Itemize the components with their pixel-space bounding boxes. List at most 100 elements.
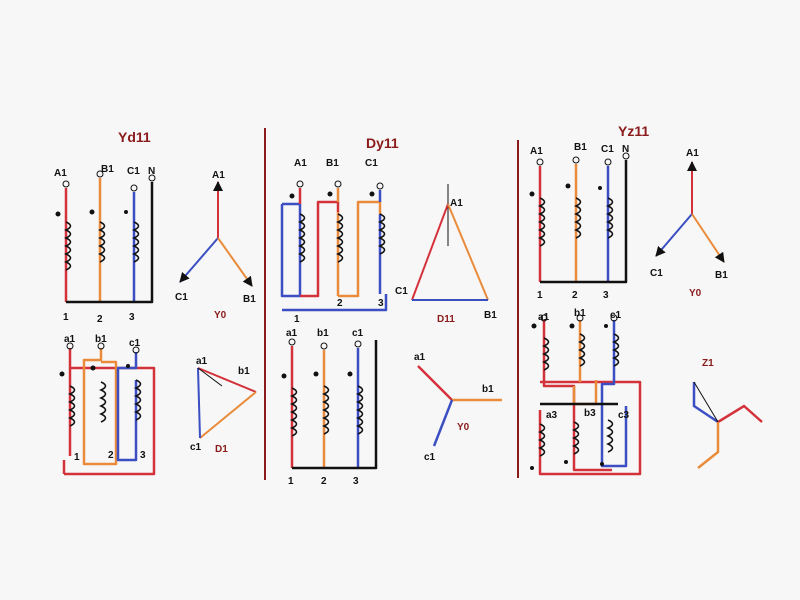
phasor-arrow [655, 213, 693, 257]
terminal-icon [576, 314, 584, 322]
yd11-secondary-phasor: a1 b1 c1 D1 [190, 356, 257, 455]
terminal-number: 2 [321, 476, 327, 487]
terminal-icon [130, 184, 138, 192]
winding-b-lead [82, 348, 118, 466]
polarity-dot-icon [124, 210, 128, 214]
polarity-dot-icon [564, 460, 568, 464]
winding-c-lead [116, 352, 138, 462]
phasor-label: C1 [650, 268, 663, 279]
coil-icon [612, 333, 620, 367]
terminal-label: a1 [286, 328, 298, 339]
terminal-label: b1 [574, 308, 586, 319]
panel-title: Yz11 [618, 123, 649, 139]
polarity-dot-icon [531, 323, 537, 329]
delta-red-wire [298, 188, 340, 298]
phasor-label: c1 [190, 442, 202, 453]
phasor-line [417, 365, 453, 401]
coil-icon [322, 385, 330, 435]
delta-orange-wire [336, 188, 382, 298]
coil-icon [64, 221, 72, 271]
coil-icon [538, 423, 546, 457]
polarity-dot-icon [327, 191, 333, 197]
vector-group-label: D1 [215, 444, 228, 455]
polarity-dot-icon [530, 466, 534, 470]
phasor-label: B1 [715, 270, 728, 281]
coil-icon [134, 379, 142, 421]
coil-icon [99, 381, 107, 423]
phasor-label: A1 [686, 148, 699, 159]
terminal-icon [288, 338, 296, 346]
yz11-primary-phasor: A1 C1 B1 Y0 [650, 148, 728, 299]
polarity-dot-icon [59, 371, 65, 377]
polarity-dot-icon [529, 191, 535, 197]
polarity-dot-icon [565, 183, 571, 189]
polarity-dot-icon [604, 324, 608, 328]
terminal-label: b1 [317, 328, 329, 339]
terminal-label: c1 [610, 310, 622, 321]
coil-icon [578, 333, 586, 367]
polarity-dot-icon [598, 186, 602, 190]
coil-icon [298, 213, 306, 263]
dy11-secondary-phasor: a1 b1 c1 Y0 [414, 352, 502, 463]
delta-side [199, 391, 257, 439]
terminal-icon [540, 314, 548, 322]
terminal-number: 2 [337, 298, 343, 309]
delta-blue-wire [280, 202, 388, 312]
dy11-secondary-windings: a1 b1 c1 1 2 3 [281, 328, 378, 487]
phasor-line [432, 399, 454, 447]
polarity-dot-icon [600, 462, 604, 466]
vector-group-label: Y0 [689, 288, 702, 299]
panel-title: Yd11 [118, 129, 151, 145]
polarity-dot-icon [313, 371, 319, 377]
dy11-primary-phasor: A1 C1 B1 D11 [395, 184, 497, 325]
terminal-number: 2 [572, 290, 578, 301]
terminal-number: 1 [63, 312, 69, 323]
zigzag-blue-wire [600, 320, 628, 468]
terminal-number: 3 [603, 290, 609, 301]
terminal-icon [622, 152, 630, 160]
delta-side [447, 203, 489, 301]
phasor-label: a1 [414, 352, 426, 363]
terminal-icon [354, 340, 362, 348]
terminal-label: A1 [294, 158, 307, 169]
polarity-dot-icon [569, 323, 575, 329]
terminal-number: 2 [97, 314, 103, 325]
phasor-label: A1 [212, 170, 225, 181]
yz11-primary-windings: A1 B1 C1 N 1 2 3 [529, 142, 630, 301]
terminal-label: b1 [95, 334, 107, 345]
coil-icon [542, 337, 550, 371]
terminal-number: 3 [140, 450, 146, 461]
phasor-label: b1 [482, 384, 494, 395]
zigzag-phasor-red [717, 404, 763, 424]
terminal-label: A1 [530, 146, 543, 157]
yz11-secondary-windings: a1 b1 c1 a3 b3 c3 [530, 308, 642, 476]
phasor-label: C1 [395, 286, 408, 297]
terminal-icon [96, 170, 104, 178]
coil-icon [574, 197, 582, 239]
terminal-number: 2 [108, 450, 114, 461]
vector-group-label: D11 [437, 314, 455, 325]
terminal-label: C1 [365, 158, 378, 169]
terminal-icon [97, 342, 105, 350]
coil-icon [606, 419, 614, 453]
terminal-number: 1 [537, 290, 543, 301]
neutral-bus [292, 340, 378, 470]
polarity-dot-icon [289, 193, 295, 199]
coil-icon [336, 213, 344, 263]
polarity-dot-icon [55, 211, 61, 217]
yd11-primary-phasor: A1 C1 B1 Y0 [175, 170, 256, 321]
terminal-label: B1 [574, 142, 587, 153]
panel-yd11: Yd11 A1 B1 C1 N 1 2 3 [54, 129, 257, 476]
yd11-primary-windings: A1 B1 C1 N 1 2 3 [54, 164, 156, 325]
coil-icon [356, 385, 364, 435]
zigzag-phasor-orange [697, 422, 720, 469]
terminal-icon [604, 158, 612, 166]
terminal-label: c3 [618, 410, 630, 421]
terminal-icon [132, 346, 140, 354]
vector-group-label: Y0 [214, 310, 227, 321]
terminal-icon [66, 342, 74, 350]
phasor-label: a1 [196, 356, 208, 367]
terminal-label: a3 [546, 410, 558, 421]
coil-icon [378, 213, 386, 255]
